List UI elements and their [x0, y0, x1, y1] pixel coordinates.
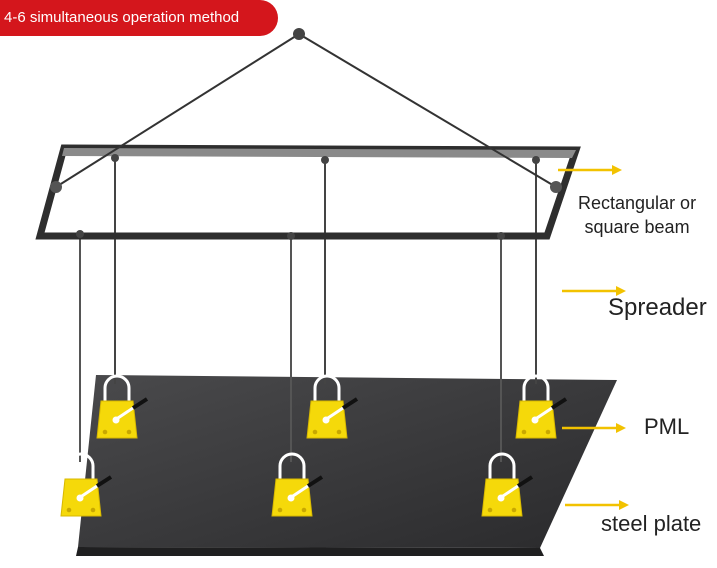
pml-label: PML: [644, 414, 690, 439]
steel-plate-edge: [76, 547, 544, 556]
hoist-sling: [55, 33, 300, 188]
attach-point: [111, 154, 119, 162]
beam-joint: [50, 181, 62, 193]
beam-label-line1: Rectangular or: [578, 193, 697, 213]
attach-point: [287, 232, 295, 240]
beam-label: Rectangular or square beam: [578, 191, 696, 239]
rectangular-beam-top-edge: [62, 148, 576, 158]
steel-plate-label: steel plate: [601, 511, 702, 536]
arrow-right-icon: [563, 498, 631, 512]
attach-point: [321, 156, 329, 164]
beam-label-line2: square beam: [584, 217, 690, 237]
attach-point: [76, 230, 84, 238]
spreader-label: Spreader: [608, 294, 707, 321]
attach-point: [497, 232, 505, 240]
hoist-sling: [298, 33, 557, 188]
attach-point: [532, 156, 540, 164]
beam-joint: [550, 181, 562, 193]
steel-plate: [78, 375, 617, 548]
title-badge: 4-6 simultaneous operation method: [0, 0, 278, 36]
rectangular-beam: [35, 144, 581, 240]
hook-point: [293, 28, 305, 40]
